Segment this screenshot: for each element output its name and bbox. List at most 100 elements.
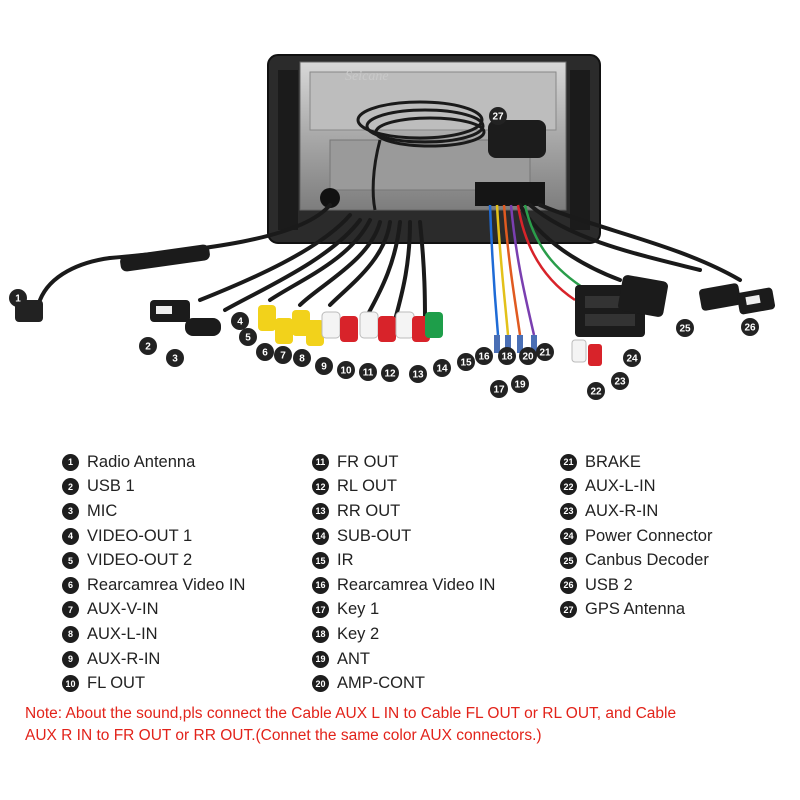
callout-circle: [315, 357, 333, 375]
callout-10: 10: [337, 361, 355, 379]
wiring-diagram: Seicane: [9, 54, 776, 400]
legend-label: Rearcamrea Video IN: [87, 575, 246, 594]
callout-number: 24: [626, 354, 638, 365]
callout-number: 22: [590, 387, 602, 398]
legend-label: USB 2: [585, 575, 633, 594]
legend-label: FR OUT: [337, 452, 399, 471]
legend-label: GPS Antenna: [585, 600, 685, 619]
legend-label: BRAKE: [585, 452, 641, 471]
mic-plug: [185, 318, 221, 336]
black-cables: [38, 203, 742, 322]
rca-fr-out: [378, 316, 396, 342]
gps-cable-coil-2: [365, 108, 485, 144]
callout-number: 8: [299, 354, 305, 365]
callout-4: 4: [231, 312, 249, 330]
legend-number-badge: 25: [560, 552, 577, 570]
legend-number-badge: 12: [312, 478, 329, 496]
power-connector-slot-2: [585, 314, 635, 326]
gps-cable-coil-3: [374, 116, 486, 148]
callout-8: 8: [293, 349, 311, 367]
gps-antenna: [356, 100, 546, 211]
legend-item: 27 GPS Antenna: [560, 598, 800, 623]
callout-3: 3: [166, 349, 184, 367]
callout-27: 27: [489, 107, 507, 125]
callout-number: 23: [614, 377, 626, 388]
callout-number: 7: [280, 351, 286, 362]
callout-circle: [433, 359, 451, 377]
legend-number-badge: 5: [62, 552, 79, 570]
callout-circle: [239, 328, 257, 346]
callout-circle: [139, 337, 157, 355]
note-line-2: AUX R IN to FR OUT or RR OUT.(Connet the…: [25, 727, 542, 744]
legend-label: Canbus Decoder: [585, 551, 709, 570]
note-line-1: Note: About the sound,pls connect the Ca…: [25, 705, 677, 722]
callout-number: 3: [172, 354, 178, 365]
callout-circle: [676, 319, 694, 337]
main-connector: [475, 182, 545, 206]
legend-number-badge: 9: [62, 650, 79, 668]
legend-item: 16 Rearcamrea Video IN: [312, 573, 552, 598]
legend-number-badge: 16: [312, 576, 329, 594]
legend-number-badge: 2: [62, 478, 79, 496]
legend-number-badge: 17: [312, 601, 329, 619]
callout-circle: [611, 372, 629, 390]
gps-cable-down: [371, 139, 382, 211]
legend-label: Key 1: [337, 600, 380, 619]
legend-label: SUB-OUT: [337, 526, 412, 545]
callout-number: 15: [460, 358, 472, 369]
callout-26: 26: [741, 318, 759, 336]
legend-label: AUX-L-IN: [87, 624, 158, 643]
callout-circle: [256, 343, 274, 361]
gps-puck: [488, 120, 546, 158]
legend-label: ANT: [337, 649, 370, 668]
legend-label: Key 2: [337, 624, 380, 643]
callout-22: 22: [587, 382, 605, 400]
callout-number: 18: [501, 352, 513, 363]
callout-6: 6: [256, 343, 274, 361]
callout-24: 24: [623, 349, 641, 367]
callout-number: 11: [363, 368, 374, 379]
callout-number: 10: [340, 366, 352, 377]
legend-number-badge: 7: [62, 601, 79, 619]
usb2-port: [745, 294, 761, 306]
rca-aux-l-in-2: [571, 339, 587, 363]
callout-number: 20: [522, 352, 534, 363]
legend-label: AUX-L-IN: [585, 477, 656, 496]
legend-label: USB 1: [87, 477, 135, 496]
callout-9: 9: [315, 357, 333, 375]
legend-label: VIDEO-OUT 1: [87, 526, 193, 545]
callout-circle: [9, 289, 27, 307]
rca-fl-out: [359, 311, 379, 339]
legend-label: AUX-V-IN: [87, 600, 159, 619]
legend-number-badge: 20: [312, 675, 329, 693]
rca-rl-out: [395, 311, 415, 339]
callout-circle: [498, 347, 516, 365]
legend-label: RR OUT: [337, 501, 401, 520]
callout-number: 25: [679, 324, 691, 335]
legend-number-badge: 27: [560, 601, 577, 619]
callout-circle: [587, 382, 605, 400]
legend-label: Rearcamrea Video IN: [337, 575, 496, 594]
antenna-jack: [320, 188, 340, 208]
callout-circle: [359, 363, 377, 381]
legend-label: FL OUT: [87, 674, 146, 693]
callout-1: 1: [9, 289, 27, 307]
callout-21: 21: [536, 343, 554, 361]
rca-aux-v-in: [306, 320, 324, 346]
callout-number: 26: [744, 323, 756, 334]
brand-watermark: Seicane: [345, 69, 389, 84]
legend-number-badge: 1: [62, 453, 79, 471]
callout-number: 14: [436, 364, 448, 375]
callout-number: 12: [384, 369, 396, 380]
